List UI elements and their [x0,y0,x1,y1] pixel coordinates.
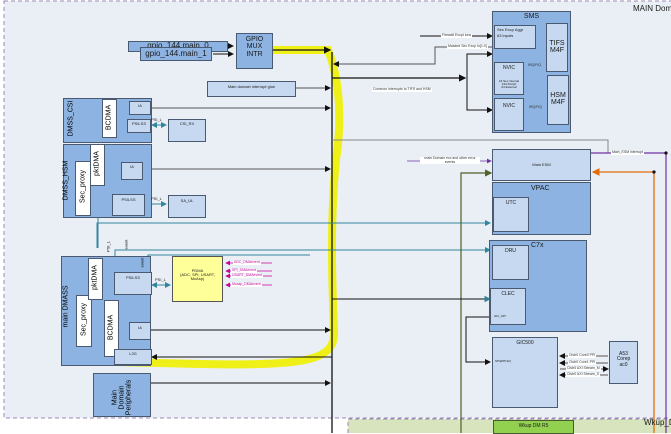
irq-fiq-2: IRQ/FIQ [529,105,543,109]
dru-block: DRU [492,245,529,280]
csi-rx-block: CSI_RX [168,119,206,142]
wkup-domain-label: Wkup_D [644,418,671,427]
dmss-hsm-ia: IA [121,162,143,180]
main-domain-label: MAIN Domain [633,4,671,13]
main-dmass-ia: IA [129,322,151,340]
a53-signal-core1: Clstr0 Core1 PPI [568,360,597,365]
c7x-title: C7x [531,242,544,249]
gpio-mux-intr-block: GPIO MUX INTR [236,33,273,69]
main-domain-interrupt-glue: Main domain interrupt glue [207,81,296,97]
dmss-csi-bcdma [102,99,117,138]
dmss-csi-psi-l-label: PSI_L [151,117,162,122]
main-dmass-psilss: PSILSS [114,272,152,295]
nvic-1-block [494,62,524,95]
dmss-hsm-psilss: PSILSS [112,194,145,216]
pdma-event-spi: SPI_DMAevent [231,268,257,273]
pdma-event-usart: USART_DMAevent [231,273,264,278]
dmss-csi-psilss: PSILSS [127,119,151,133]
tifs-m4f-block: TIFS M4F [546,23,568,72]
clec-label: CLEC [501,291,515,297]
wkup-dm-r5-block: Wkup DM R5 [493,420,574,434]
pdma-event-mcasp: Mcasp_DMAevent [231,282,262,287]
main-dmass-bcdma [104,300,119,357]
main-dmass-bcdma-label: BCDMA [107,314,115,341]
dmss-hsm-psi-l-label: PSI_L [151,196,162,201]
sa-ul-block: SA_UL [168,195,206,218]
pdma-block: PDMA (ADC, SPI, USART, McAsp) [172,256,223,302]
main-dmass-sec-proxy [76,295,92,347]
main-dmass-event-2: event [139,257,145,268]
main-dmass-event-1: event [123,239,129,250]
nvic-note: 16 Sec internal 144 Periph 64 External [498,79,519,90]
dmss-csi-bcdma-label: BCDMA [105,104,113,131]
sec-excp-aggr-block [494,25,536,49]
sms-title: SMS [523,13,540,20]
dmss-hsm-sec-proxy [75,161,91,216]
a53-corepac0-block: A53 Corep ac0 [609,341,638,384]
dmss-hsm-sec-proxy-label: Sec_proxy [79,169,87,204]
dmss-csi-ia: IA [129,101,151,115]
masked-signal: Masked Sec Excp In[1:0] [447,44,488,49]
firewall-signal: Firewall Excpt ions [441,33,473,38]
pdma-title: PDMA [191,268,204,273]
dmss-hsm-title: DMSS_HSM [62,160,70,201]
main-esm-interrupt-signal: Main_ESM interrupt [611,150,644,155]
a53-signal-axi-m: Clstr0 AXI Stream_M [566,366,601,371]
irq-fiq-1: IRQ/FIQ [528,63,542,67]
main-esm-block: Main ESM [492,149,591,181]
main-dmass-psi-l-label: PSI_L [155,277,166,282]
nvic-2-block: NVIC [494,98,524,131]
gic-spi-label: GIC_SPI [494,314,506,318]
sec-excp-inputs-label: 63 inputs [497,33,514,38]
main-dmass-psi-l-vertical: PSI_L [105,241,111,252]
pdma-event-adc: ADC_DMAevent [233,260,261,265]
sec-excp-aggr-label: Sec Excp Aggr [497,27,524,32]
a53-signal-axi-s: Clstr0 AXI Stream_S [566,372,601,377]
dmss-hsm-pktdma-label: pktDMA [93,151,101,176]
gic500-block [492,337,558,408]
main-dmass-l2g: L2G [114,349,152,365]
esm-events-signal: main Domain ecc and other error events [420,156,480,164]
gpio-main-1-block: gpio_144.main_1 [140,47,212,61]
common-interrupts-signal: Common interrupts to TIFS and HSM [372,87,432,92]
main-dmass-pktdma [88,258,103,300]
main-domain-peripherals [93,373,151,417]
gic500-title: GIC500 [516,340,534,346]
a53-signal-core0: Clstr0 Core0 PPI [568,353,597,358]
clec-block [490,288,526,325]
main-dmass-title: main DMASS [62,285,70,328]
main-dmass-pktdma-label: pktDMA [91,265,99,290]
dmss-csi-title: DMSS_CSI [67,100,75,137]
nvic-1-label: NVIC [503,65,515,71]
dmss-hsm-pktdma [90,144,105,186]
gic500-spi-label: SPI[255:32] [495,359,511,363]
main-domain-peripherals-label: Main Domain Peripherals [111,379,133,416]
utc-block: UTC [493,197,529,232]
hsm-m4f-block: HSM M4F [547,75,569,125]
pdma-subtitle: (ADC, SPI, USART, McAsp) [180,272,215,282]
vpac-title: VPAC [531,185,550,192]
main-dmass-sec-proxy-label: Sec_proxy [80,302,88,337]
